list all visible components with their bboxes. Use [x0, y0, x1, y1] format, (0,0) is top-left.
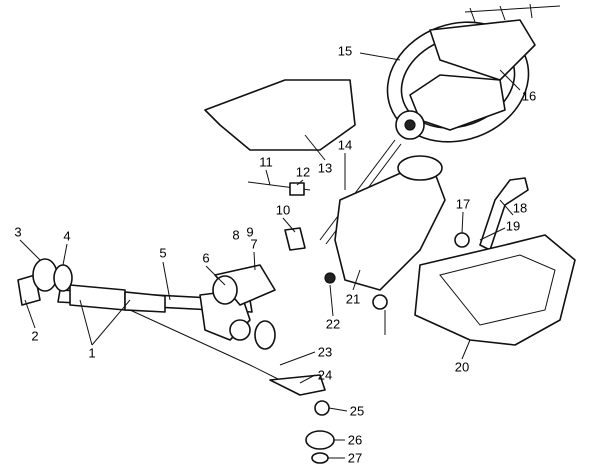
callout-20: 20 — [454, 359, 470, 375]
lower-cover — [414, 234, 576, 346]
callout-2: 2 — [31, 328, 39, 344]
callout-11: 11 — [259, 154, 273, 170]
callout-13: 13 — [317, 160, 333, 176]
callout-27: 27 — [347, 450, 363, 466]
callout-24: 24 — [317, 367, 333, 383]
callout-23: 23 — [317, 344, 333, 360]
column-shroud — [204, 79, 356, 151]
callout-3: 3 — [14, 224, 22, 240]
callout-19: 19 — [505, 218, 521, 234]
callout-26: 26 — [347, 432, 363, 448]
callout-1: 1 — [88, 345, 96, 361]
callout-10: 10 — [275, 202, 291, 218]
callout-8: 8 — [232, 227, 240, 243]
callout-22: 22 — [325, 316, 341, 332]
steering-rack — [57, 264, 281, 381]
leader-lines — [19, 52, 521, 459]
callout-16: 16 — [521, 88, 537, 104]
callout-4: 4 — [63, 228, 71, 244]
callout-17: 17 — [455, 196, 471, 212]
callout-15: 15 — [337, 43, 353, 59]
callout-14: 14 — [337, 137, 353, 153]
pedal — [479, 177, 529, 251]
callout-21: 21 — [345, 291, 361, 307]
callout-7: 7 — [250, 236, 258, 252]
callout-25: 25 — [349, 403, 365, 419]
callout-9: 9 — [246, 224, 254, 240]
callout-6: 6 — [202, 250, 210, 266]
callout-18: 18 — [512, 200, 528, 216]
callout-12: 12 — [295, 164, 311, 180]
callout-5: 5 — [159, 245, 167, 261]
horn-pad — [429, 3, 561, 81]
